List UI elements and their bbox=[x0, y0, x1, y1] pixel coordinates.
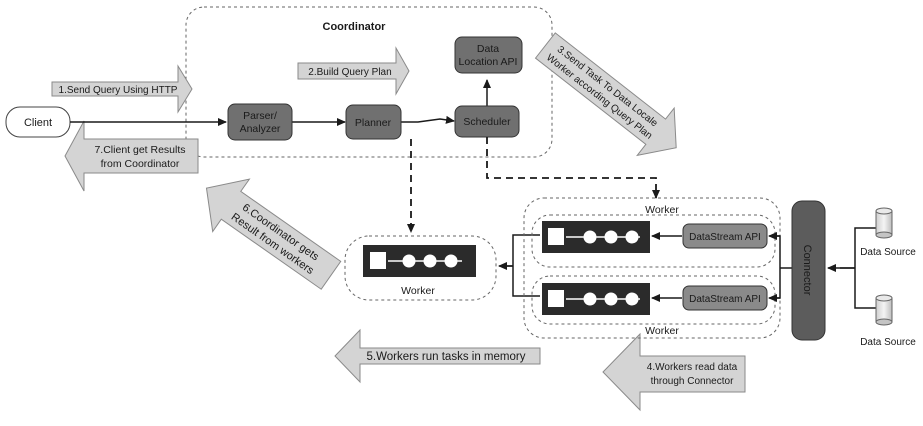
client-label: Client bbox=[24, 117, 52, 129]
planner-box: Planner bbox=[345, 104, 402, 140]
parser-label-line2: Analyzer bbox=[240, 123, 281, 135]
database-icon bbox=[875, 294, 893, 326]
middle-worker-label: Worker bbox=[401, 285, 435, 297]
bottom-worker-label: Worker bbox=[645, 325, 679, 337]
parser-label-line1: Parser/ bbox=[243, 110, 277, 122]
step1-arrow: 1.Send Query Using HTTP bbox=[51, 64, 193, 114]
data-source-bottom-label: Data Source bbox=[860, 337, 916, 348]
step3-arrow: 3.Send Task To Data Locale Worker accord… bbox=[534, 32, 677, 157]
step6-arrow: 6.Coordinator gets Result from workers bbox=[205, 178, 342, 290]
data-location-api-line2: Location API bbox=[459, 56, 518, 68]
top-datastream-api-label: DataStream API bbox=[689, 232, 761, 243]
step2-arrow: 2.Build Query Plan bbox=[297, 46, 410, 96]
database-icon bbox=[875, 207, 893, 239]
step5-label: 5.Workers run tasks in memory bbox=[367, 351, 526, 363]
connector-to-datastream-line bbox=[770, 235, 792, 299]
bottom-datastream-api-label: DataStream API bbox=[689, 294, 761, 305]
coordinator-container bbox=[185, 6, 553, 158]
data-source-top: Data Source bbox=[860, 207, 916, 258]
planner-label: Planner bbox=[355, 117, 392, 129]
step7-label-line2: from Coordinator bbox=[101, 158, 180, 170]
step3-label-line1: 3.Send Task To Data Locale bbox=[555, 44, 660, 129]
step7-arrow: 7.Client get Results from Coordinator bbox=[64, 120, 199, 192]
step1-label: 1.Send Query Using HTTP bbox=[59, 85, 178, 96]
planner-to-scheduler-line bbox=[400, 115, 455, 124]
client-box: Client bbox=[5, 106, 71, 138]
top-worker-inner bbox=[531, 214, 776, 268]
scheduler-box: Scheduler bbox=[454, 105, 520, 138]
right-workers-container bbox=[523, 197, 781, 339]
top-worker-pipeline bbox=[542, 221, 650, 253]
scheduler-label: Scheduler bbox=[463, 116, 511, 128]
middle-worker: Worker bbox=[344, 235, 497, 301]
data-source-bottom: Data Source bbox=[860, 294, 916, 348]
step5-arrow: 5.Workers run tasks in memory bbox=[334, 328, 541, 384]
step2-label: 2.Build Query Plan bbox=[308, 67, 391, 78]
data-location-api-line1: Data bbox=[477, 43, 499, 55]
scheduler-to-top-worker-dashed-line bbox=[486, 137, 660, 199]
connector-label: Connector bbox=[801, 245, 813, 296]
step7-label-line1: 7.Client get Results bbox=[94, 144, 185, 156]
bottom-datastream-api-box: DataStream API bbox=[682, 285, 768, 311]
connector-box: Connector bbox=[791, 200, 826, 341]
parser-analyzer-box: Parser/ Analyzer bbox=[227, 103, 293, 141]
bottom-worker-pipeline bbox=[542, 283, 650, 315]
top-datastream-api-box: DataStream API bbox=[682, 223, 768, 249]
step4-arrow: 4.Workers read data through Connector bbox=[602, 332, 746, 412]
data-source-top-label: Data Source bbox=[860, 247, 916, 258]
step4-label-line2: through Connector bbox=[651, 376, 735, 387]
coordinator-title: Coordinator bbox=[323, 21, 387, 33]
step4-label-line1: 4.Workers read data bbox=[647, 362, 738, 373]
top-worker-label: Worker bbox=[645, 204, 679, 216]
data-location-api-box: Data Location API bbox=[454, 36, 523, 74]
